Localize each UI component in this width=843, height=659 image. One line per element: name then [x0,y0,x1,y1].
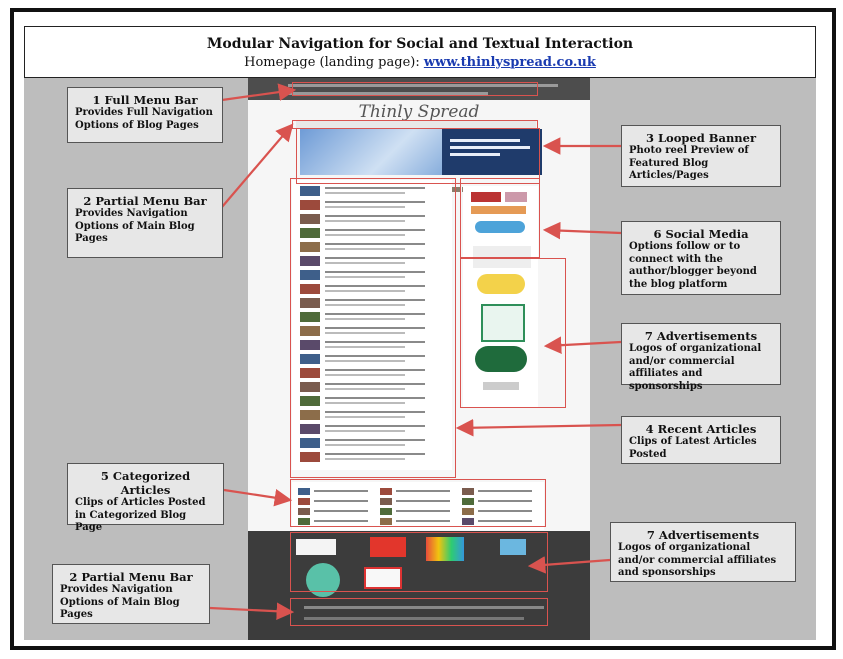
label-categorized-title: 5 Categorized Articles [100,469,191,497]
diagram-title: Modular Navigation for Social and Textua… [206,36,634,52]
label-categorized-body: Clips of Articles Posted in Categorized … [75,497,206,533]
article-clip[interactable] [300,396,450,406]
highlight-banner [296,128,540,184]
article-clip[interactable] [300,354,450,364]
label-full-menu-title: 1 Full Menu Bar [92,93,198,107]
category-clip[interactable] [298,498,374,506]
label-social-media-body: Options follow or to connect with the au… [629,241,757,290]
category-clip[interactable] [380,498,456,506]
label-ads-sidebar: 7 Advertisements Logos of organizational… [621,323,781,392]
label-recent-articles: 4 Recent Articles Clips of Latest Articl… [621,416,781,464]
category-clip[interactable] [380,488,456,496]
sidebar [463,186,538,408]
article-clip[interactable] [300,340,450,350]
label-full-menu-body: Provides Full Navigation Options of Blog… [75,107,213,131]
article-clip[interactable] [300,284,450,294]
label-partial-menu-bottom-title: 2 Partial Menu Bar [69,570,193,584]
label-looped-banner: 3 Looped Banner Photo reel Preview of Fe… [621,125,781,187]
label-looped-banner-title: 3 Looped Banner [645,131,757,145]
label-categorized: 5 Categorized Articles Clips of Articles… [67,463,224,533]
article-clip[interactable] [300,438,450,448]
article-clip[interactable] [300,312,450,322]
highlight-recent [290,178,456,478]
full-menu-bar[interactable] [248,78,590,100]
label-partial-menu-top-title: 2 Partial Menu Bar [83,194,207,208]
category-clip[interactable] [380,508,456,516]
label-social-media-title: 6 Social Media [653,227,749,241]
article-clip[interactable] [300,452,450,462]
recent-articles-list [292,180,452,470]
partial-menu-bar-top[interactable] [296,121,536,129]
label-partial-menu-top: 2 Partial Menu Bar Provides Navigation O… [67,188,223,258]
highlight-social [460,178,540,258]
looped-banner[interactable] [300,129,542,175]
banner-caption-panel [442,129,542,175]
category-clip[interactable] [462,488,538,496]
label-ads-footer: 7 Advertisements Logos of organizational… [610,522,796,582]
ad-countdown[interactable] [370,537,406,557]
label-recent-articles-title: 4 Recent Articles [645,422,757,436]
label-ads-sidebar-body: Logos of organizational and/or commercia… [629,343,762,392]
ad-charity[interactable] [426,537,464,561]
article-clip[interactable] [300,368,450,378]
title-box: Modular Navigation for Social and Textua… [24,26,816,78]
article-clip[interactable] [300,256,450,266]
label-recent-articles-body: Clips of Latest Articles Posted [629,436,757,460]
ad-adoption[interactable] [500,539,526,555]
article-clip[interactable] [300,298,450,308]
category-clip[interactable] [298,508,374,516]
category-clip[interactable] [298,488,374,496]
categorized-articles [292,482,544,530]
site-footer [248,531,590,640]
label-ads-footer-body: Logos of organizational and/or commercia… [618,542,777,578]
label-looped-banner-body: Photo reel Preview of Featured Blog Arti… [629,145,749,181]
highlight-ads-footer [290,532,548,592]
diagram-subtitle: Homepage (landing page): www.thinlysprea… [25,55,815,70]
site-link[interactable]: www.thinlyspread.co.uk [423,55,596,70]
footer-menu-row2[interactable] [304,617,524,620]
label-social-media: 6 Social Media Options follow or to conn… [621,221,781,295]
article-clip[interactable] [300,242,450,252]
category-clip[interactable] [298,518,374,526]
label-partial-menu-top-body: Provides Navigation Options of Main Blog… [75,208,195,244]
article-clip[interactable] [300,186,450,196]
article-clip[interactable] [300,214,450,224]
article-clip[interactable] [300,382,450,392]
article-clip[interactable] [300,424,450,434]
category-clip[interactable] [380,518,456,526]
footer-menu[interactable] [304,606,544,609]
article-clip[interactable] [300,200,450,210]
label-partial-menu-bottom-body: Provides Navigation Options of Main Blog… [60,584,180,620]
article-clip[interactable] [300,410,450,420]
article-clip[interactable] [300,326,450,336]
label-partial-menu-bottom: 2 Partial Menu Bar Provides Navigation O… [52,564,210,624]
subtitle-prefix: Homepage (landing page): [244,55,424,70]
ad-stumpers[interactable] [296,539,336,555]
label-ads-sidebar-title: 7 Advertisements [644,329,758,343]
category-clip[interactable] [462,508,538,516]
site-logo: Thinly Spread [358,102,480,122]
highlight-ads-sidebar [460,258,566,408]
label-ads-footer-title: 7 Advertisements [646,528,760,542]
category-clip[interactable] [462,518,538,526]
category-clip[interactable] [462,498,538,506]
article-clip[interactable] [300,228,450,238]
website-mockup: Thinly Spread [248,78,590,640]
label-full-menu: 1 Full Menu Bar Provides Full Navigation… [67,87,223,143]
article-clip[interactable] [300,270,450,280]
ad-tots100[interactable] [364,567,402,589]
